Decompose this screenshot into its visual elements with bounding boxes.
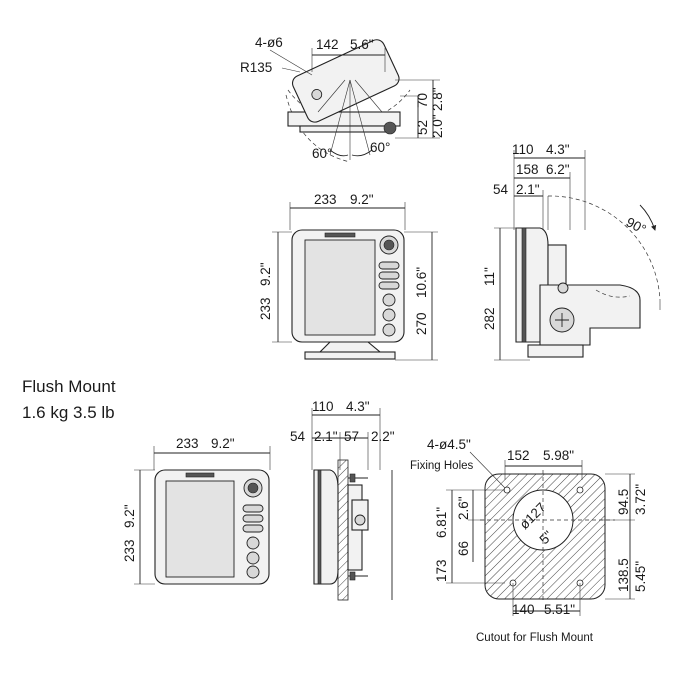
- flush-mount-weight: 1.6 kg 3.5 lb: [22, 403, 115, 422]
- front-height-in: 9.2": [258, 262, 273, 286]
- cutout-left-inner-mm: 66: [456, 541, 471, 556]
- cutout-left-inner-in: 2.6": [456, 496, 471, 520]
- side-depth-mm: 110: [512, 142, 534, 157]
- side-mid-mm: 158: [516, 162, 539, 177]
- flush-mount-title: Flush Mount: [22, 377, 116, 396]
- side-mid-in: 6.2": [546, 162, 570, 177]
- front-total-height-in: 10.6": [414, 267, 429, 298]
- front-bracket-view: 233 9.2" 233 9.2" 270 10.6": [258, 192, 438, 361]
- flush-side-b-in: 2.2": [371, 429, 395, 444]
- cutout-left-total-mm: 173: [434, 559, 449, 582]
- flush-side-a-in: 2.1": [314, 429, 338, 444]
- flush-side-depth-in: 4.3": [346, 399, 370, 414]
- cutout-left-total-in: 6.81": [434, 507, 449, 538]
- cutout-holes-label: 4-ø4.5": [427, 437, 471, 452]
- cutout-template: 4-ø4.5" Fixing Holes 152 5.98" ø127 5" 1…: [410, 437, 648, 644]
- front-width-in: 9.2": [350, 192, 374, 207]
- bracket-width-in: 5.6": [350, 37, 374, 52]
- cutout-bottom-width-mm: 140: [512, 602, 535, 617]
- flush-front-height-in: 9.2": [122, 504, 137, 528]
- bracket-holes-label: 4-ø6: [255, 35, 283, 50]
- bracket-angle-right: 60°: [370, 140, 390, 155]
- flush-device-side: [313, 469, 339, 585]
- side-height-mm: 282: [482, 307, 497, 330]
- cutout-bottom-width-in: 5.51": [544, 602, 575, 617]
- cutout-top-width-mm: 152: [507, 448, 530, 463]
- flush-side-b-mm: 57: [344, 429, 359, 444]
- flush-front-view: 233 9.2" 233 9.2": [122, 436, 271, 585]
- flush-side-a-mm: 54: [290, 429, 306, 444]
- cutout-right-bottom-mm: 138.5: [616, 558, 631, 592]
- bracket-h2-in: 2.8": [430, 87, 445, 111]
- bracket-h1-in: 2.0": [430, 114, 445, 138]
- bracket-radius-label: R135: [240, 60, 272, 75]
- bracket-knob-icon: [383, 121, 397, 135]
- side-depth-in: 4.3": [546, 142, 570, 157]
- cutout-caption: Cutout for Flush Mount: [476, 632, 594, 644]
- mounting-panel: [337, 459, 349, 601]
- side-bracket-view: 110 4.3" 158 6.2" 54 2.1" 90° 282 11": [482, 142, 661, 361]
- side-offset-in: 2.1": [516, 182, 540, 197]
- device-screen: [304, 239, 376, 336]
- front-height-mm: 233: [258, 297, 273, 320]
- cutout-top-width-in: 5.98": [543, 448, 574, 463]
- bracket-h2-mm: 70: [415, 93, 430, 108]
- side-height-in: 11": [482, 267, 497, 286]
- cutout-right-top-in: 3.72": [633, 484, 648, 515]
- front-width-mm: 233: [314, 192, 337, 207]
- flush-front-width-in: 9.2": [211, 436, 235, 451]
- side-offset-mm: 54: [493, 182, 509, 197]
- bracket-top-view: 142 5.6" 4-ø6 R135 52 70 2.0" 2.8" 60° 6…: [240, 35, 445, 163]
- front-total-height-mm: 270: [414, 312, 429, 335]
- cutout-holes-caption: Fixing Holes: [410, 460, 474, 472]
- bracket-h1-mm: 52: [415, 120, 430, 135]
- flush-side-view: 110 4.3" 54 2.1" 57 2.2": [290, 399, 395, 601]
- bracket-angle-left: 60°: [312, 146, 332, 161]
- flush-front-width-mm: 233: [176, 436, 199, 451]
- bracket-base-plate: [287, 111, 401, 127]
- bracket-width-mm: 142: [316, 37, 339, 52]
- flush-side-depth-mm: 110: [312, 399, 334, 414]
- flush-front-height-mm: 233: [122, 539, 137, 562]
- side-tilt-angle: 90°: [624, 214, 649, 237]
- flush-device-screen: [165, 480, 235, 578]
- cutout-right-top-mm: 94.5: [616, 489, 631, 515]
- cutout-right-bottom-in: 5.45": [633, 561, 648, 592]
- device-stand: [304, 351, 396, 360]
